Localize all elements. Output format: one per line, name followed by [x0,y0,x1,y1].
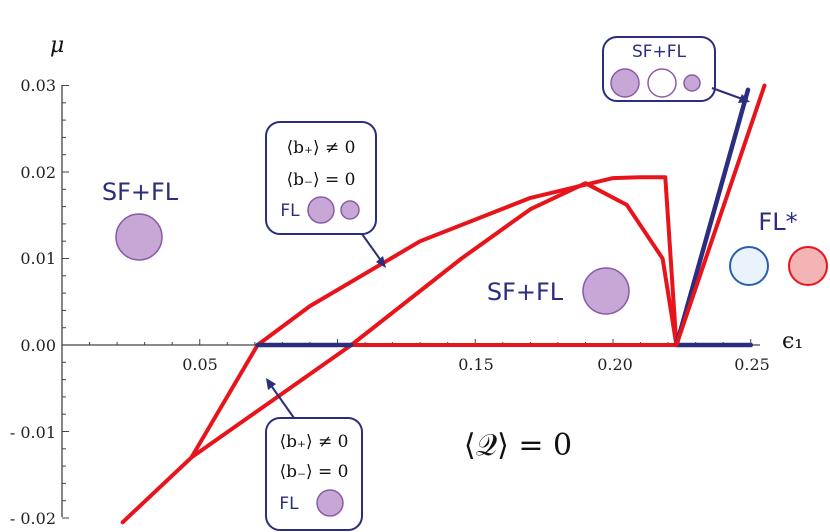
arrowhead-icon [266,378,276,390]
x-axis-label: ϵ₁ [782,329,803,354]
box-mid-line2: ⟨b₋⟩ = 0 [287,170,356,190]
purple-circle-icon [307,196,335,224]
blue-ring-circle-icon [729,246,769,286]
x-tick-label: 0.15 [458,355,494,374]
small-purple-circle-icon [340,200,360,220]
empty-circle-icon [647,68,677,98]
x-tick-label: 0.05 [182,355,218,374]
legend-box-middle: ⟨b₊⟩ ≠ 0 ⟨b₋⟩ = 0 FL [265,121,377,235]
phase-boundary-line-6 [674,83,767,347]
x-tick-label: 0.25 [734,355,770,374]
arrow-middle [361,233,383,263]
purple-circle-icon [316,489,344,517]
y-tick-label: 0.03 [20,76,56,95]
box-bottom-line2: ⟨b₋⟩ = 0 [280,462,349,482]
pink-circle-icon [788,246,828,286]
phase-boundary-line-1 [189,181,679,460]
arrowhead-icon [376,256,386,268]
arrowhead-icon [738,94,750,103]
region-label-sf-fl-center: SF+FL [487,278,564,306]
phase-boundary-line-5 [674,87,751,348]
box-mid-fl: FL [280,201,300,221]
legend-box-bottom: ⟨b₊⟩ ≠ 0 ⟨b₋⟩ = 0 FL [265,417,363,531]
small-purple-circle-icon [683,74,701,92]
y-axis-label: μ [50,33,64,58]
phase-boundary-line-0 [120,175,679,525]
box-top-right-title: SF+FL [632,42,687,62]
y-tick-label: - 0.01 [10,423,56,442]
y-tick-label: - 0.02 [10,509,56,528]
y-tick-label: 0.02 [20,163,56,182]
region-label-sf-fl-left: SF+FL [102,178,179,206]
arrow-bottom [269,383,295,419]
purple-circle-icon [610,68,640,98]
box-mid-line1: ⟨b₊⟩ ≠ 0 [287,138,356,158]
y-tick-label: 0.00 [20,336,56,355]
phase-boundaries [120,83,767,525]
y-tick-label: 0.01 [20,249,56,268]
region-label-fl-star: FL* [758,208,797,236]
box-bottom-fl: FL [279,494,299,514]
purple-circle-icon [582,267,630,315]
legend-box-top-right: SF+FL [602,36,716,102]
x-tick-label: 0.20 [597,355,633,374]
arrow-top-right [711,87,746,101]
purple-circle-icon [115,213,163,261]
box-bottom-line1: ⟨b₊⟩ ≠ 0 [280,432,349,452]
equation-label: ⟨𝒬⟩ = 0 [464,428,572,463]
